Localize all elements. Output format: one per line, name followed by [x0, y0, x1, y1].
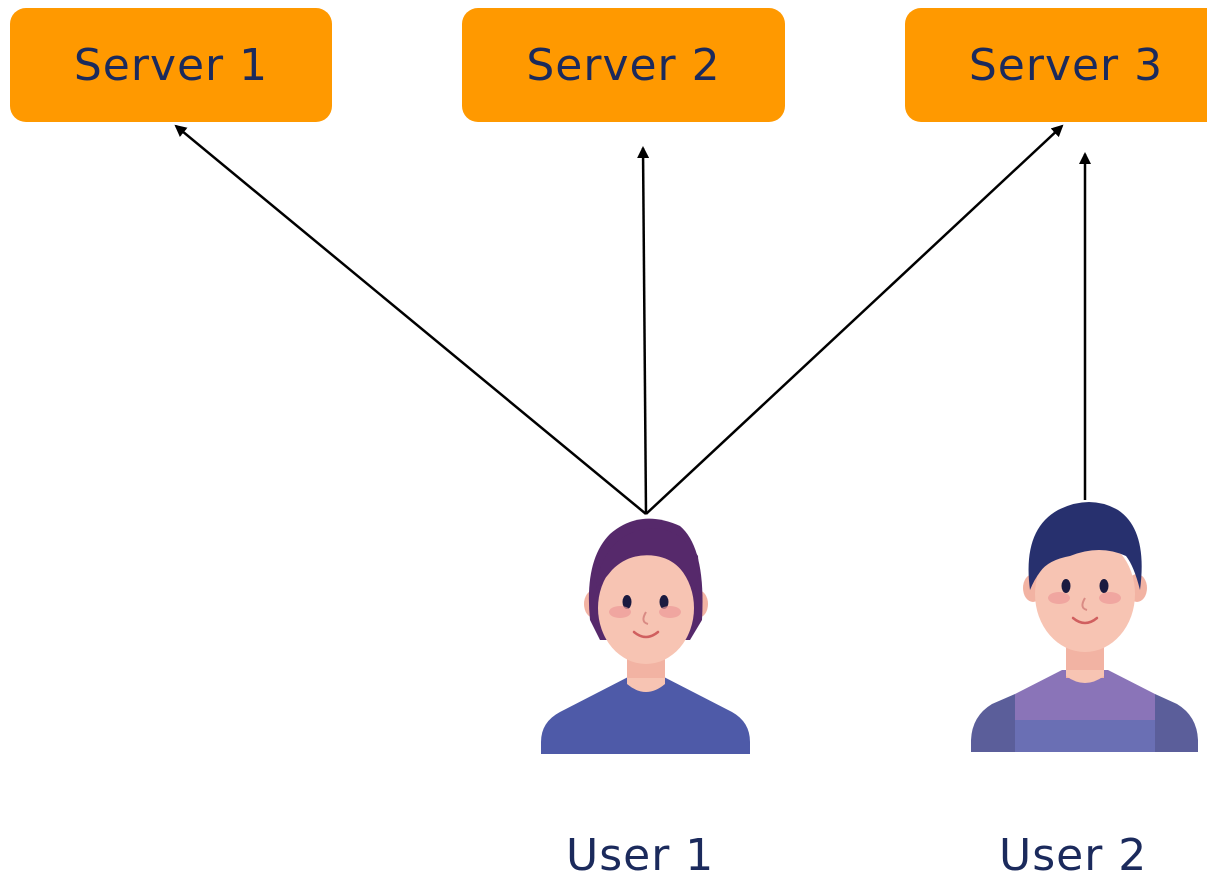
server-3-box: Server 3	[905, 8, 1207, 122]
server-1-box: Server 1	[10, 8, 332, 122]
user-2-label: User 2	[999, 830, 1148, 881]
server-3-label: Server 3	[968, 39, 1164, 91]
user-1-avatar-icon	[541, 518, 750, 754]
user-1-label: User 1	[566, 830, 715, 881]
arrow-user1-server3	[645, 124, 1064, 515]
connection-arrows	[174, 124, 1091, 515]
server-1-label: Server 1	[73, 39, 269, 91]
server-2-label: Server 2	[526, 39, 721, 91]
arrow-user1-server1	[174, 124, 647, 515]
user-2-avatar-icon	[971, 502, 1198, 752]
arrow-user1-server2	[637, 146, 650, 515]
server-2-box: Server 2	[462, 8, 785, 122]
